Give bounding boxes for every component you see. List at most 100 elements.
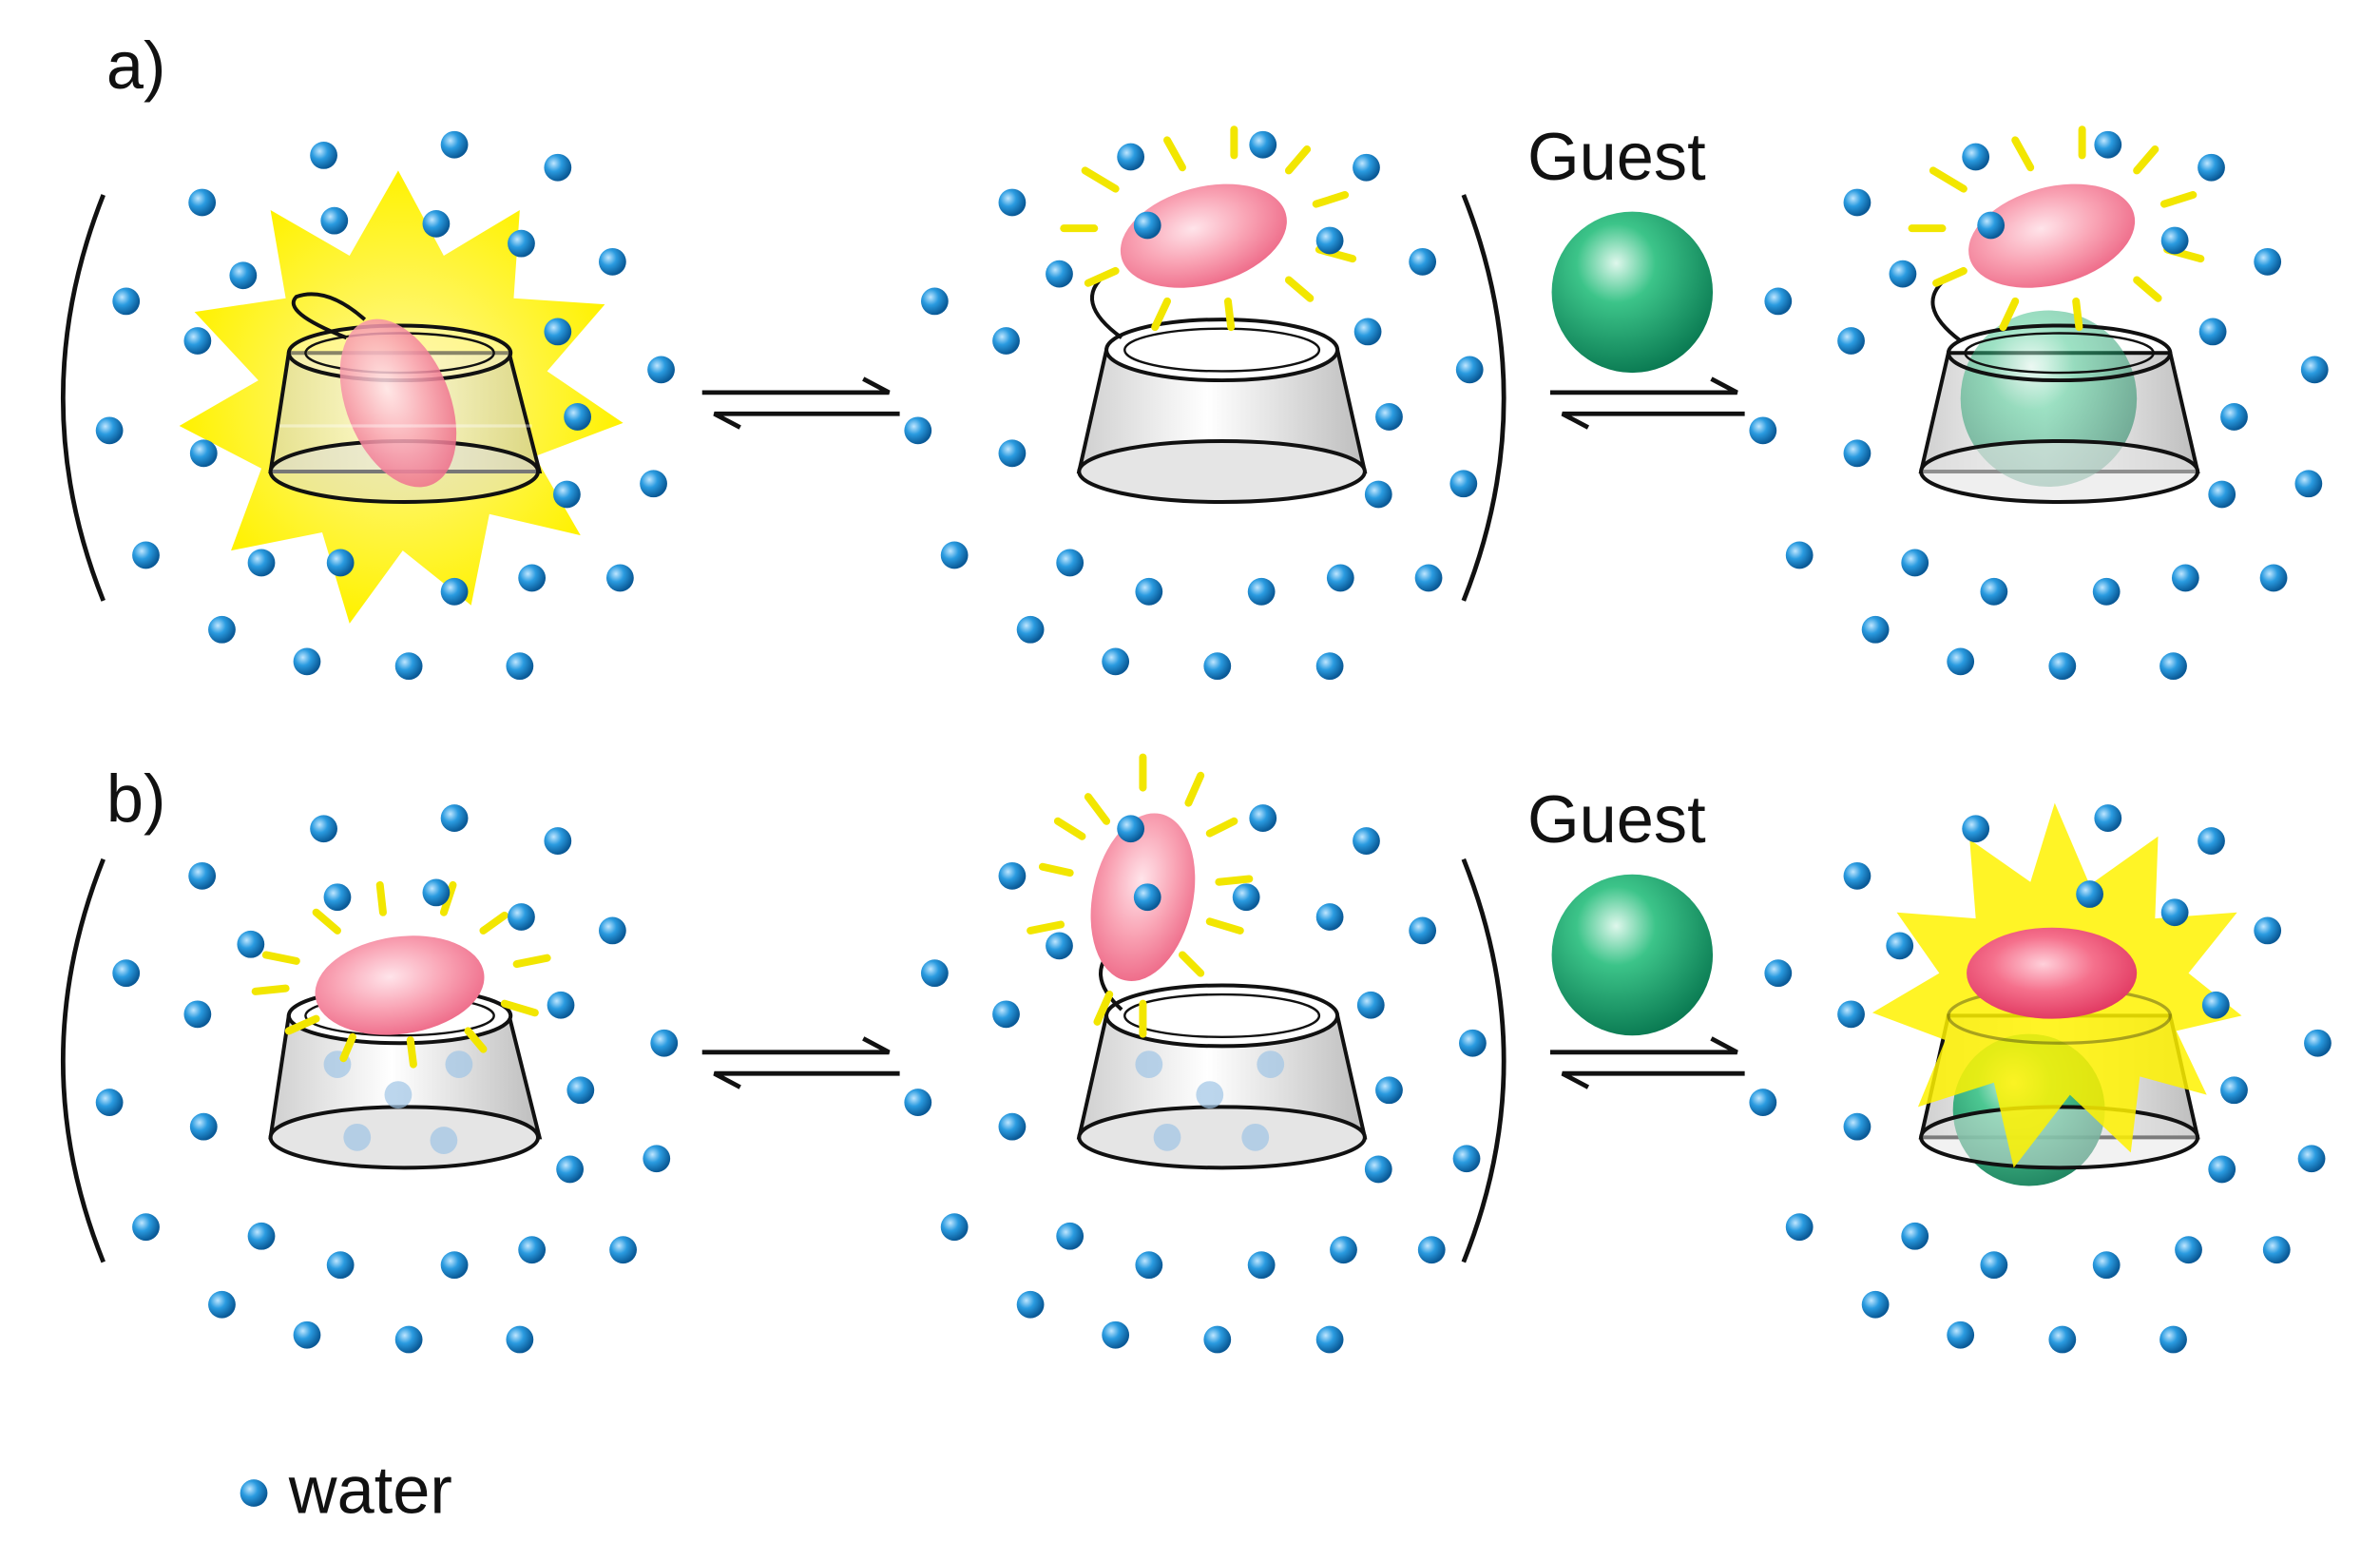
water-molecule	[323, 883, 352, 912]
water-molecule	[1135, 1251, 1163, 1280]
state-b3-guest-bound-emissive	[1871, 802, 2242, 1186]
water-molecule	[326, 1251, 355, 1280]
water-molecule	[566, 1076, 595, 1105]
water-molecule	[2175, 1236, 2202, 1264]
water-molecule	[998, 861, 1027, 890]
water-molecule	[2254, 916, 2282, 945]
water-molecule	[1315, 226, 1344, 255]
water-molecule	[1046, 260, 1073, 288]
water-molecule	[1843, 861, 1871, 890]
water-molecule	[310, 142, 337, 169]
water-molecule	[2304, 1029, 2332, 1057]
water-molecule	[440, 577, 469, 606]
water-molecule	[992, 1000, 1020, 1029]
water-molecule	[940, 1213, 969, 1242]
water-molecule	[1785, 1213, 1814, 1242]
water-molecule	[1977, 211, 2006, 240]
water-molecule	[1315, 1325, 1344, 1354]
water-molecule	[940, 541, 969, 569]
water-molecule	[189, 439, 218, 468]
water-molecule	[992, 327, 1020, 355]
water-molecule	[1117, 815, 1145, 843]
fluorophore	[1967, 927, 2138, 1019]
water-molecule	[1356, 991, 1385, 1019]
panel-label-a: a)	[106, 28, 166, 103]
water-molecule	[598, 916, 626, 945]
water-molecule	[1452, 1145, 1481, 1173]
water-molecule	[506, 652, 534, 681]
water-molecule	[506, 1325, 534, 1354]
water-molecule	[247, 1222, 276, 1250]
fluorophore	[1968, 183, 2136, 288]
water-molecule	[544, 318, 572, 346]
water-molecule	[440, 1251, 469, 1280]
water-molecule	[2294, 470, 2323, 498]
water-molecule	[2160, 898, 2189, 927]
water-molecule	[1330, 1236, 1357, 1264]
water-molecule	[1135, 577, 1163, 606]
water-molecule	[2259, 564, 2288, 592]
water-molecule	[1102, 647, 1130, 676]
water-molecule	[998, 188, 1027, 217]
fluorophore	[1120, 183, 1287, 288]
state-a3-guest-bound	[1908, 125, 2205, 504]
water-molecule	[1375, 403, 1403, 431]
water-molecule	[1901, 1222, 1929, 1250]
water-molecule	[1947, 647, 1975, 676]
water-molecule	[2048, 652, 2077, 681]
water-molecule	[1417, 1236, 1446, 1264]
water-molecule	[1414, 564, 1443, 592]
guest-addition-a: Guest	[1527, 119, 1745, 430]
water-molecule	[904, 416, 932, 445]
water-molecule	[1133, 211, 1161, 240]
water-molecule	[2297, 1145, 2326, 1173]
water-molecule	[247, 549, 276, 577]
water-molecule	[422, 878, 451, 907]
water-molecule	[647, 356, 675, 384]
water-molecule	[95, 416, 124, 445]
state-b1-rim-bound	[251, 880, 551, 1170]
water-molecule	[1980, 577, 2008, 606]
water-molecule	[640, 470, 667, 498]
water-molecule	[293, 1320, 321, 1349]
water-molecule	[1764, 959, 1793, 988]
water-molecule	[1889, 260, 1917, 288]
water-molecule	[2220, 1076, 2248, 1105]
water-molecule	[2254, 247, 2282, 276]
water-molecule	[2198, 153, 2225, 182]
water-molecule	[440, 130, 469, 159]
water-molecule	[112, 287, 141, 316]
guest-label-b: Guest	[1527, 781, 1706, 857]
water-molecule	[394, 1325, 423, 1354]
water-molecule	[1353, 827, 1380, 855]
water-molecule	[189, 1112, 218, 1141]
water-molecule	[188, 188, 217, 217]
water-molecule	[1203, 652, 1232, 681]
water-molecule	[237, 930, 265, 958]
water-molecule	[208, 1290, 236, 1319]
guest-sphere	[1551, 874, 1714, 1036]
water-molecule	[422, 209, 451, 238]
water-molecule	[440, 804, 469, 832]
water-molecule	[508, 229, 535, 258]
water-molecule	[1364, 1155, 1392, 1184]
water-molecule	[518, 1236, 547, 1264]
water-molecule	[2092, 577, 2121, 606]
water-molecule	[1861, 615, 1890, 644]
water-molecule	[1843, 439, 1871, 468]
water-molecule	[326, 549, 355, 577]
water-molecule	[605, 564, 634, 592]
water-molecule	[2208, 1155, 2236, 1184]
water-molecule	[650, 1029, 679, 1057]
water-molecule	[1843, 1112, 1871, 1141]
equilibrium-arrows-a1	[701, 376, 900, 430]
water-molecule	[95, 1089, 124, 1116]
water-molecule	[1749, 1089, 1777, 1116]
water-molecule	[1837, 1000, 1865, 1029]
water-molecule	[1749, 416, 1777, 445]
water-molecule	[2076, 880, 2103, 908]
water-molecule	[2201, 991, 2230, 1019]
water-molecule	[1046, 932, 1073, 960]
water-molecule	[188, 861, 217, 890]
